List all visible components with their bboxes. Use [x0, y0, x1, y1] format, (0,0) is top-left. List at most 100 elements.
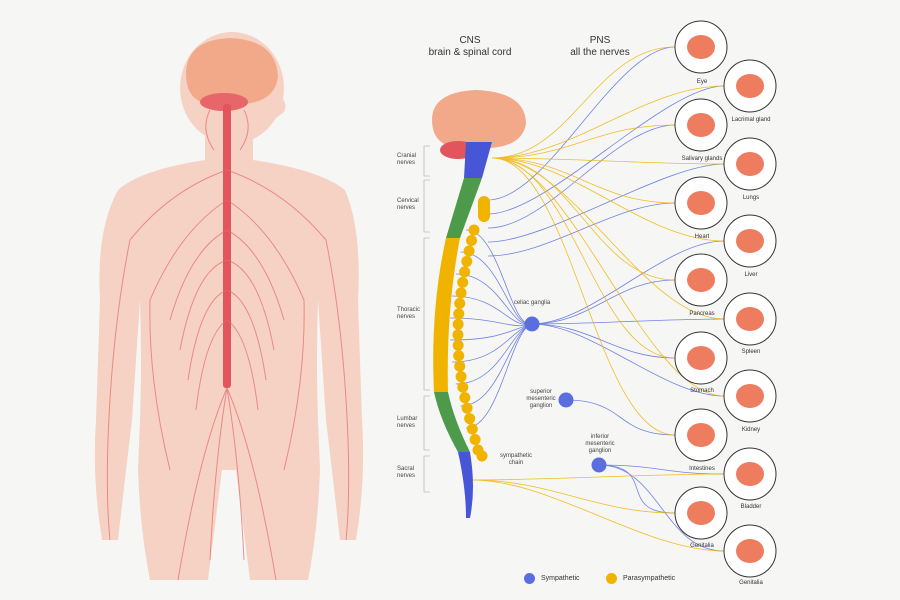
label-sympathetic-chain: sympathetic chain: [499, 453, 532, 466]
cord-cervical: [446, 178, 482, 238]
genitalia-f-icon: [687, 501, 715, 525]
label-lumbar-nerves: Lumbar nerves: [397, 416, 418, 429]
label-genitalia-male: Genitalia: [739, 580, 763, 586]
chain-bead: [464, 413, 476, 425]
label-kidney: Kidney: [741, 427, 761, 433]
intestines-icon: [687, 423, 715, 447]
lacrimal-icon: [736, 74, 764, 98]
cord-thoracic: [433, 238, 460, 392]
label-stomach: Stomach: [690, 388, 714, 394]
chain-bead: [454, 360, 466, 372]
label-cranial-nerves: Cranial nerves: [397, 153, 417, 166]
pns-subtitle: all the nerves: [570, 47, 630, 58]
label-heart: Heart: [694, 234, 710, 240]
cord-lumbar: [434, 392, 470, 452]
chain-bead: [454, 297, 466, 309]
parasympathetic-swatch: [606, 573, 617, 584]
label-lungs: Lungs: [742, 195, 760, 201]
spleen-icon: [736, 307, 764, 331]
chain-bead: [459, 392, 471, 404]
pns-header: PNS all the nerves: [550, 35, 650, 59]
heart-icon: [687, 191, 715, 215]
chain-bead: [461, 402, 473, 414]
organ-lungs: [723, 137, 777, 191]
chain-bead: [452, 318, 464, 330]
legend-sympathetic: Sympathetic: [524, 573, 580, 584]
organ-salivary: [674, 98, 728, 152]
chain-bead: [452, 339, 464, 351]
cord-sacral: [458, 452, 473, 518]
pancreas-icon: [687, 268, 715, 292]
chain-bead: [453, 350, 465, 362]
cerebellum-shape: [200, 93, 248, 111]
label-inferior-mesenteric-ganglion: inferior mesenteric ganglion: [585, 434, 615, 454]
inferior-mesenteric-ganglion: [591, 457, 607, 473]
cns-brain: [432, 90, 526, 148]
salivary-icon: [687, 113, 715, 137]
organ-pancreas: [674, 253, 728, 307]
organ-bladder: [723, 447, 777, 501]
chain-bead: [466, 423, 478, 435]
organ-genitalia-f: [674, 486, 728, 540]
organ-kidney: [723, 369, 777, 423]
chain-bead: [452, 329, 464, 341]
spinal-cord: [223, 104, 231, 388]
chain-bead: [468, 224, 480, 236]
chain-bead: [457, 276, 469, 288]
cord-brainstem: [464, 142, 492, 178]
label-lacrimal-gland: Lacrimal gland: [731, 117, 771, 123]
label-thoracic-nerves: Thoracic nerves: [397, 307, 421, 320]
chain-bead: [463, 245, 475, 257]
stomach-icon: [687, 346, 715, 370]
superior-mesenteric-ganglion: [558, 392, 574, 408]
bladder-icon: [736, 462, 764, 486]
label-genitalia-female: Genitalia: [690, 543, 714, 549]
cns-header: CNS brain & spinal cord: [420, 35, 520, 59]
organ-intestines: [674, 408, 728, 462]
organ-spleen: [723, 292, 777, 346]
chain-bead: [466, 234, 478, 246]
cns-subtitle: brain & spinal cord: [428, 47, 512, 58]
organ-eye: [674, 20, 728, 74]
chain-bead-bottom: [476, 450, 488, 462]
cns-title: CNS: [459, 35, 481, 46]
organ-lacrimal: [723, 59, 777, 113]
organ-liver: [723, 214, 777, 268]
celiac-ganglion: [524, 316, 540, 332]
label-eye: Eye: [696, 79, 708, 85]
label-superior-mesenteric-ganglion: superior mesenteric ganglion: [526, 389, 556, 409]
label-sacral-nerves: Sacral nerves: [397, 466, 416, 479]
organ-circles: [674, 20, 777, 578]
lungs-icon: [736, 152, 764, 176]
eye-icon: [687, 35, 715, 59]
label-salivary-glands: Salivary glands: [681, 156, 723, 162]
sympathetic-swatch: [524, 573, 535, 584]
pns-title: PNS: [589, 35, 611, 46]
chain-bead-top: [478, 196, 490, 222]
label-pancreas: Pancreas: [689, 311, 715, 317]
peripheral-nerves: [106, 109, 350, 581]
chain-bead: [453, 308, 465, 320]
chain-bead: [469, 434, 481, 446]
organ-genitalia-m: [723, 524, 777, 578]
chain-bead: [457, 381, 469, 393]
parasympathetic-pathways: [471, 46, 725, 552]
legend-sympathetic-label: Sympathetic: [541, 575, 580, 582]
organ-stomach: [674, 331, 728, 385]
chain-bead: [459, 266, 471, 278]
organ-heart: [674, 176, 728, 230]
label-bladder: Bladder: [740, 504, 762, 510]
legend-parasympathetic-label: Parasympathetic: [623, 575, 676, 582]
chain-bead: [455, 287, 467, 299]
genitalia-m-icon: [736, 539, 764, 563]
label-intestines: Intestines: [689, 466, 715, 472]
sympathetic-chain-beads: [452, 196, 490, 462]
label-spleen: Spleen: [741, 349, 761, 355]
chain-bead: [461, 255, 473, 267]
legend-parasympathetic: Parasympathetic: [606, 573, 675, 584]
region-brackets: [423, 145, 430, 493]
chain-bead: [455, 371, 467, 383]
label-cervical-nerves: Cervical nerves: [397, 198, 419, 211]
